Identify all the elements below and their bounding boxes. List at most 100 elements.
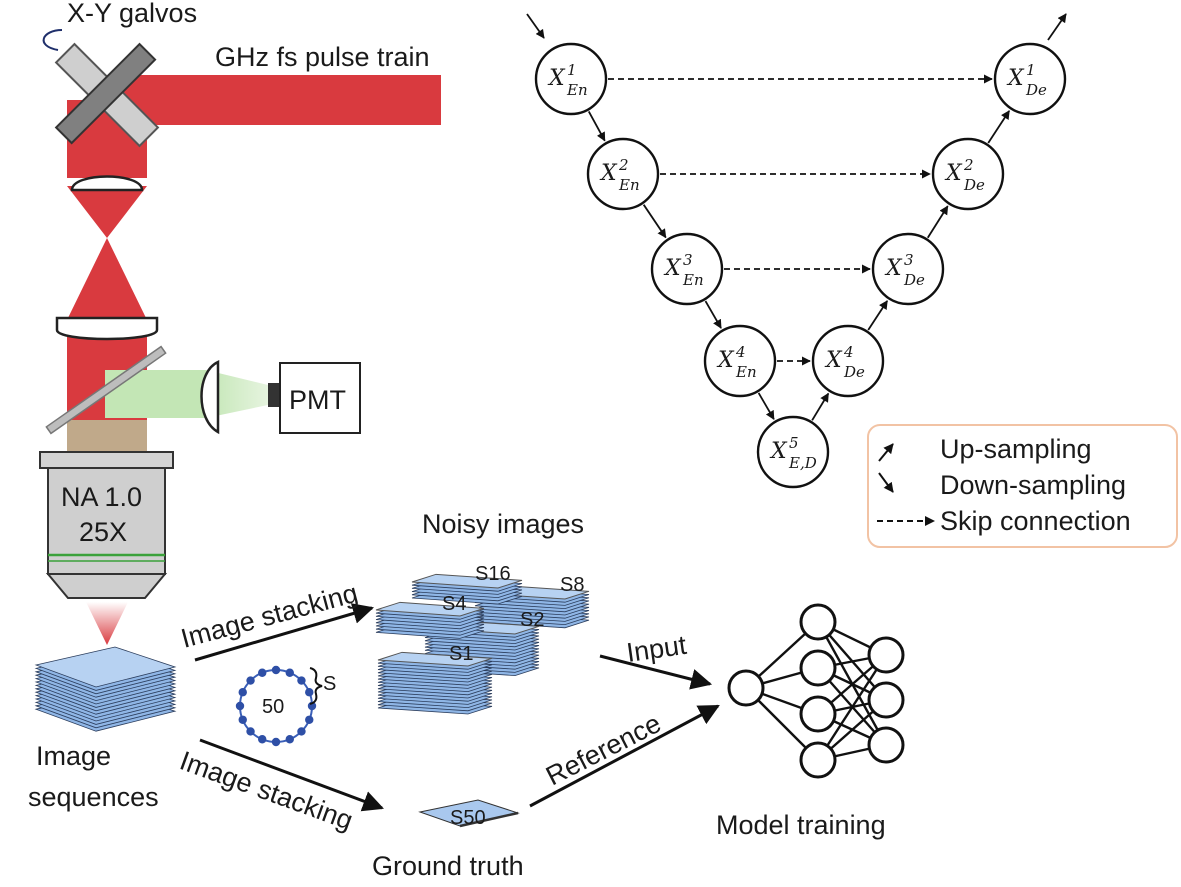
- image-stacking-bottom-label: Image stacking: [176, 745, 357, 835]
- pmt-window: [268, 383, 280, 407]
- svg-text:X: X: [884, 256, 903, 281]
- galvo-cable: [42, 29, 63, 51]
- svg-text:4: 4: [843, 343, 854, 361]
- lens-2: [55, 316, 159, 341]
- svg-text:X: X: [824, 348, 843, 373]
- down-sampling-arrow: [642, 204, 667, 239]
- model-training-label: Model training: [716, 810, 886, 840]
- beam-cone-up: [67, 238, 147, 320]
- cycle-brace: [309, 667, 323, 705]
- cycle-dot: [297, 676, 306, 685]
- pulse-beam: [105, 75, 441, 125]
- input-arrow: [599, 654, 713, 690]
- objective-mag-label: 25X: [79, 517, 127, 547]
- up-sampling-arrow: [811, 392, 830, 421]
- svg-text:De: De: [1025, 81, 1047, 99]
- svg-text:5: 5: [789, 434, 799, 452]
- frame-cycle: [235, 665, 317, 747]
- cycle-dot: [297, 727, 306, 736]
- neural-network-icon: [727, 603, 905, 779]
- pulse-label: GHz fs pulse train: [215, 42, 430, 72]
- ground-truth-label: Ground truth: [372, 851, 524, 881]
- legend-up-label: Up-sampling: [940, 434, 1092, 464]
- fluorescence-taper: [206, 370, 268, 418]
- svg-text:3: 3: [904, 251, 914, 269]
- cycle-dot: [285, 668, 294, 677]
- svg-text:X: X: [716, 348, 735, 373]
- lens-1: [70, 175, 144, 192]
- nn-node: [799, 695, 837, 733]
- galvo-mirrors: [54, 42, 160, 148]
- nn-edge: [816, 654, 888, 761]
- cycle-dot: [238, 715, 247, 724]
- up-sampling-arrow: [987, 110, 1010, 144]
- pmt-box: [279, 362, 361, 434]
- cycle-dot: [258, 735, 267, 744]
- cycle-dot: [271, 665, 281, 675]
- up-sampling-arrow: [867, 300, 888, 331]
- focal-cone: [86, 602, 128, 645]
- cycle-dot: [238, 688, 247, 697]
- stack-s4: S4: [375, 593, 485, 639]
- down-sampling-arrow: [587, 111, 606, 142]
- fluorescence-path: [105, 370, 206, 418]
- cycle-dot: [246, 727, 255, 736]
- image-sequences-stack: [34, 646, 177, 732]
- stack-s16: S16: [411, 563, 523, 605]
- optical-setup: X-Y galvos GHz fs pulse train PMT NA 1.0…: [39, 0, 441, 645]
- nn-node: [867, 726, 905, 764]
- reference-arrow: [529, 704, 720, 808]
- stack-s1: S1: [377, 643, 493, 715]
- objective-lens: [39, 451, 174, 599]
- svg-text:De: De: [903, 271, 925, 289]
- svg-text:En: En: [618, 176, 640, 194]
- stack-s50-label: S50: [450, 807, 486, 829]
- training-pipeline: Image sequences Image stacking Image sta…: [28, 509, 905, 881]
- cycle-count-label: 50: [262, 696, 284, 718]
- image-stacking-top-label: Image stacking: [178, 578, 361, 654]
- stacking-arrow-bottom: [199, 738, 384, 812]
- svg-text:1: 1: [567, 61, 577, 79]
- svg-text:X: X: [663, 256, 682, 281]
- svg-text:X: X: [547, 66, 566, 91]
- cycle-dot: [258, 668, 267, 677]
- stacking-arrow-top: [194, 603, 375, 662]
- svg-text:X: X: [944, 161, 963, 186]
- nn-node: [727, 669, 765, 707]
- galvo-label: X-Y galvos: [67, 0, 197, 28]
- down-sampling-arrow: [757, 392, 775, 420]
- pmt-label: PMT: [289, 385, 346, 415]
- mixed-beam: [67, 420, 147, 452]
- cycle-dot: [305, 688, 314, 697]
- legend-box: [867, 424, 1178, 548]
- stack-s4-label: S4: [442, 593, 466, 615]
- svg-text:De: De: [963, 176, 985, 194]
- svg-text:De: De: [843, 363, 865, 381]
- svg-text:En: En: [735, 363, 757, 381]
- stack-s16-label: S16: [475, 563, 511, 585]
- nn-node: [799, 603, 837, 641]
- svg-text:X: X: [599, 161, 618, 186]
- cycle-dot: [305, 715, 314, 724]
- objective-na-label: NA 1.0: [61, 482, 142, 512]
- pmt-lens: [200, 360, 220, 435]
- image-sequences-label-line1: Image: [36, 741, 111, 771]
- unet-output-arrow: [1047, 13, 1067, 41]
- ground-truth-slab: [418, 799, 520, 828]
- svg-text:3: 3: [683, 251, 693, 269]
- beam-cone-down: [67, 186, 147, 238]
- nn-node: [799, 741, 837, 779]
- svg-text:4: 4: [735, 343, 746, 361]
- cycle-dot: [235, 701, 245, 711]
- cycle-dot: [285, 735, 294, 744]
- nn-node: [799, 649, 837, 687]
